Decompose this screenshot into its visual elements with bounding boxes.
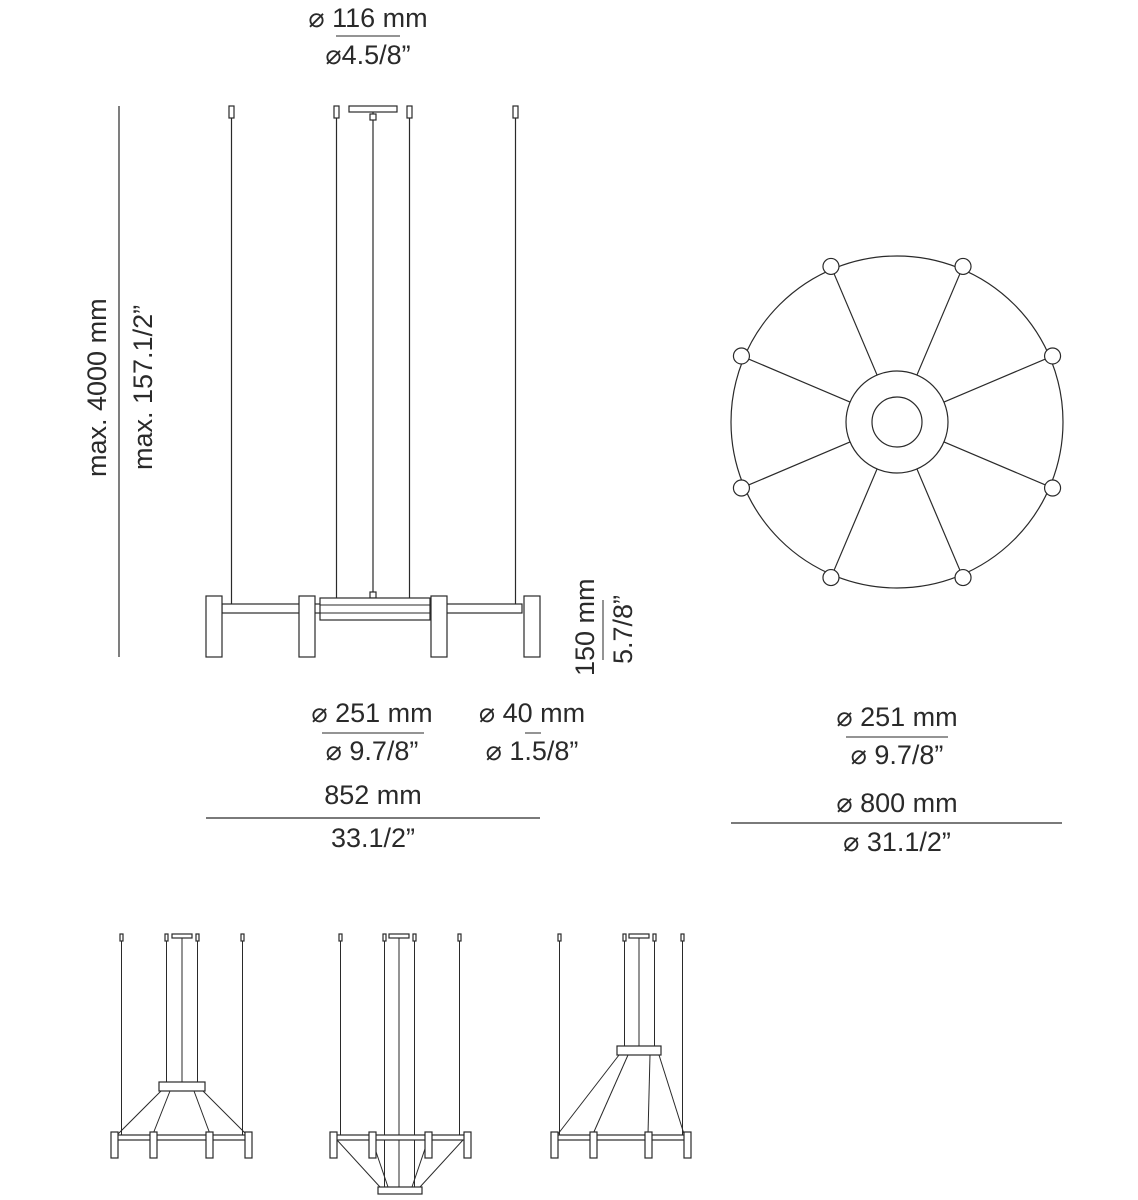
cable-anchor — [333, 105, 340, 119]
lamp-body — [298, 595, 316, 658]
plan-spoke — [916, 268, 963, 376]
canopy-mm-label: ⌀ 116 mm — [308, 3, 427, 33]
canopy-ring — [871, 396, 923, 448]
top-outer-mm-label: ⌀ 800 mm — [836, 788, 957, 818]
plan-spoke — [943, 356, 1051, 403]
arm-mm-label: ⌀ 40 mm — [479, 698, 585, 728]
top-hub-in-label: ⌀ 9.7/8” — [851, 740, 944, 770]
plan-spoke — [831, 268, 878, 376]
hub-below-variant — [329, 933, 472, 1195]
plan-lamp — [822, 568, 840, 587]
hub-above-variant — [110, 933, 253, 1159]
plan-spoke — [743, 356, 851, 403]
plan-lamp — [822, 257, 840, 276]
hub-high-variant — [550, 933, 692, 1159]
plan-lamp — [732, 479, 751, 497]
lamp-body — [430, 595, 448, 658]
outer-ring — [730, 255, 1064, 589]
width-mm-label: 852 mm — [324, 780, 422, 810]
canopy-in-label: ⌀4.5/8” — [325, 40, 410, 70]
cable-anchor — [406, 105, 413, 119]
plan-view — [730, 255, 1064, 589]
top-hub-mm-label: ⌀ 251 mm — [836, 702, 957, 732]
lamp-body — [205, 595, 223, 658]
plan-spoke — [831, 468, 878, 576]
canopy — [348, 105, 398, 113]
side-height-mm-label: 150 mm — [570, 578, 600, 676]
plan-lamp — [954, 568, 972, 587]
lamp-body — [523, 595, 541, 658]
plan-spoke — [943, 441, 1051, 488]
height-in-label: max. 157.1/2” — [128, 305, 158, 470]
front-elevation — [205, 105, 541, 658]
plan-spoke — [916, 468, 963, 576]
arm-in-label: ⌀ 1.5/8” — [486, 736, 579, 766]
width-in-label: 33.1/2” — [331, 823, 415, 853]
plan-lamp — [1043, 479, 1062, 497]
cable-anchor — [512, 105, 519, 119]
plan-spoke — [743, 441, 851, 488]
hub-in-label: ⌀ 9.7/8” — [326, 736, 419, 766]
plan-lamp — [954, 257, 972, 276]
cable-anchor — [228, 105, 235, 119]
height-mm-label: max. 4000 mm — [82, 298, 112, 477]
plan-lamp — [1043, 347, 1062, 365]
top-outer-in-label: ⌀ 31.1/2” — [843, 827, 951, 857]
plan-lamp — [732, 347, 751, 365]
side-height-in-label: 5.7/8” — [608, 595, 638, 664]
hub — [319, 597, 431, 621]
hub-mm-label: ⌀ 251 mm — [311, 698, 432, 728]
